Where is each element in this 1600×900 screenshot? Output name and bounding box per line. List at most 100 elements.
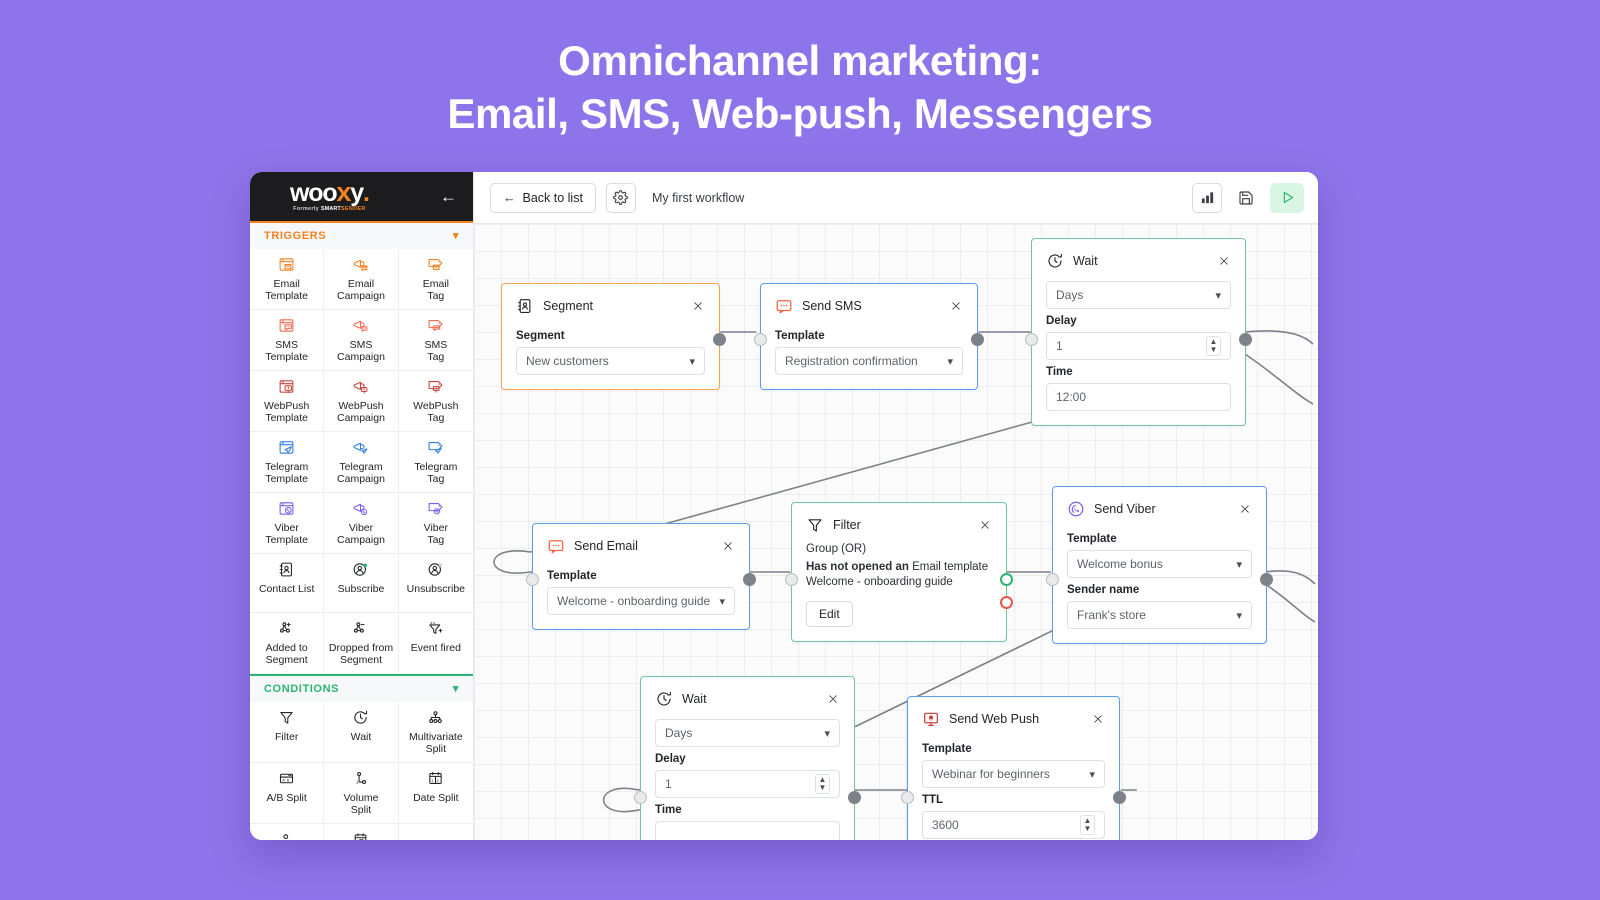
select-unit[interactable]: Days▾ [655, 719, 840, 747]
node-output-port[interactable] [713, 333, 726, 346]
chevron-down-icon[interactable]: ▼ [1209, 345, 1218, 354]
logo-word-part-2: y [350, 178, 364, 207]
stepper-delay[interactable]: ▲▼ [815, 774, 830, 794]
chevron-up-icon[interactable]: ▲ [1209, 337, 1218, 346]
chevron-up-icon[interactable]: ▲ [818, 775, 827, 784]
node-output-port[interactable] [1239, 333, 1252, 346]
settings-button[interactable] [605, 182, 636, 213]
node-output-port[interactable] [743, 573, 756, 586]
palette-item-contact-condition[interactable] [250, 823, 325, 840]
node-output-port[interactable] [848, 791, 861, 804]
palette-item-wait[interactable]: Wait [324, 701, 399, 763]
close-icon[interactable] [1237, 501, 1253, 517]
input-delay[interactable]: 1▲▼ [1046, 332, 1231, 360]
arrow-left-icon[interactable]: ← [440, 186, 457, 206]
filter-edit-button[interactable]: Edit [806, 601, 853, 627]
stepper-delay[interactable]: ▲▼ [1206, 336, 1221, 356]
node-input-port[interactable] [526, 573, 539, 586]
input-ttl[interactable]: 3600▲▼ [922, 811, 1105, 839]
select-template[interactable]: Webinar for beginners▾ [922, 760, 1105, 788]
sidebar-section-conditions[interactable]: CONDITIONS ▾ [250, 673, 473, 702]
sidebar-section-triggers[interactable]: TRIGGERS ▾ [250, 220, 473, 249]
node-output-port-false[interactable] [1000, 596, 1013, 609]
select-template[interactable]: Welcome - onboarding guide▾ [547, 587, 735, 615]
chevron-down-icon[interactable]: ▼ [818, 783, 827, 792]
node-input-port[interactable] [901, 791, 914, 804]
select-sender-name[interactable]: Frank's store▾ [1067, 601, 1252, 629]
node-output-port-true[interactable] [1000, 573, 1013, 586]
chevron-down-icon[interactable]: ▼ [1083, 824, 1092, 833]
node-input-port[interactable] [1046, 573, 1059, 586]
select-segment[interactable]: New customers▾ [516, 347, 705, 375]
chevron-up-icon[interactable]: ▲ [1083, 816, 1092, 825]
node-header: Send Web Push [908, 697, 1119, 728]
palette-item-filter[interactable]: Filter [250, 701, 325, 763]
input-time[interactable]: 12:00 [1046, 383, 1231, 411]
close-icon[interactable] [948, 298, 964, 314]
palette-item-contact-list[interactable]: Contact List [250, 553, 325, 613]
close-icon[interactable] [720, 538, 736, 554]
stepper-ttl[interactable]: ▲▼ [1080, 815, 1095, 835]
chevron-down-icon[interactable]: ▾ [452, 683, 459, 696]
node-output-port[interactable] [1113, 791, 1126, 804]
input-delay[interactable]: 1▲▼ [655, 770, 840, 798]
node-input-port[interactable] [634, 791, 647, 804]
close-icon[interactable] [825, 691, 841, 707]
statistics-button[interactable] [1192, 182, 1222, 213]
run-workflow-button[interactable] [1270, 182, 1304, 213]
palette-item-event-fired[interactable]: $ $Event fired [398, 612, 473, 674]
input-time[interactable] [655, 821, 840, 840]
palette-item-subscribe[interactable]: Subscribe [324, 553, 399, 613]
close-icon[interactable] [1090, 711, 1106, 727]
chevron-down-icon[interactable]: ▾ [452, 230, 459, 243]
select-template[interactable]: Registration confirmation▾ [775, 347, 963, 375]
select-unit[interactable]: Days▾ [1046, 281, 1231, 309]
back-to-list-button[interactable]: ← Back to list [490, 182, 596, 213]
save-button[interactable] [1231, 182, 1261, 213]
palette-item-unsubscribe[interactable]: Unsubscribe [398, 553, 473, 613]
close-icon[interactable] [977, 517, 993, 533]
close-icon[interactable] [690, 298, 706, 314]
node-output-port[interactable] [1260, 573, 1273, 586]
close-icon[interactable] [1216, 253, 1232, 269]
select-template[interactable]: Welcome bonus▾ [1067, 550, 1252, 578]
node-input-port[interactable] [1025, 333, 1038, 346]
node-output-port[interactable] [971, 333, 984, 346]
palette-item-blank[interactable] [398, 823, 473, 840]
node-input-port[interactable] [785, 573, 798, 586]
node-input-port[interactable] [754, 333, 767, 346]
palette-item-date-condition[interactable] [324, 823, 399, 840]
